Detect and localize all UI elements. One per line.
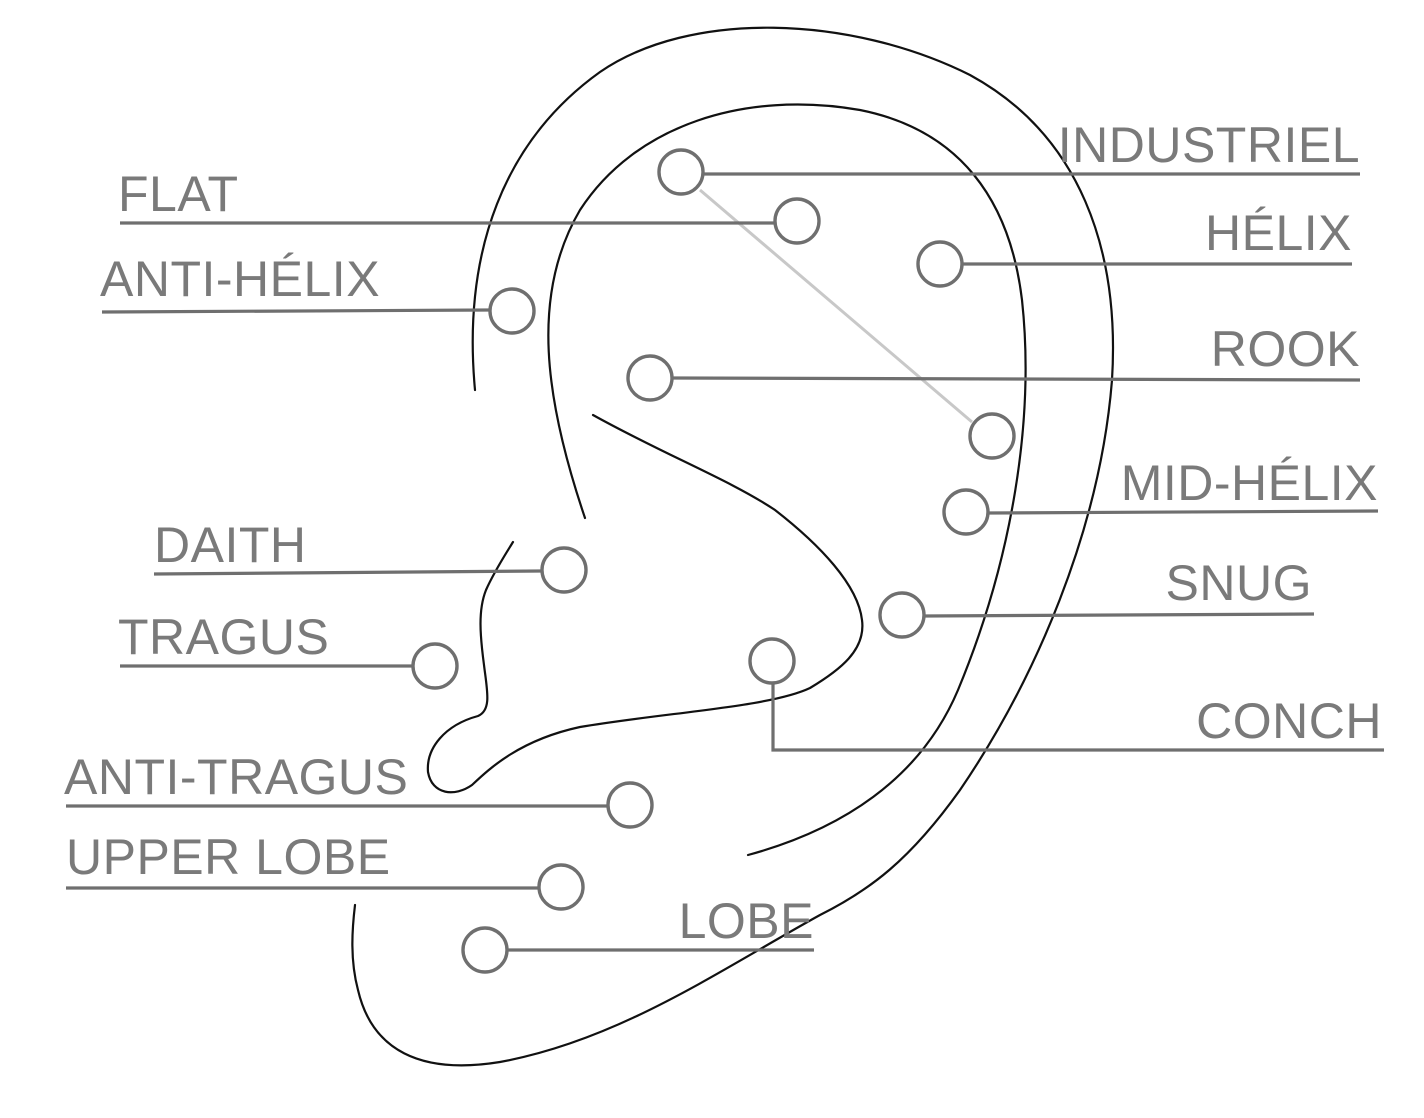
rook-marker: [626, 354, 674, 402]
snug-label: SNUG: [1166, 555, 1312, 611]
helix-marker: [916, 240, 964, 288]
daith-marker: [540, 546, 588, 594]
snug-leader: [923, 612, 1315, 618]
tragus-label: TRAGUS: [118, 609, 329, 665]
daith-leader: [153, 569, 542, 576]
daith-label: DAITH: [154, 517, 307, 573]
rook-label: ROOK: [1211, 321, 1360, 377]
anti-tragus-marker: [606, 781, 654, 829]
snug-marker: [878, 591, 926, 639]
mid-helix-marker: [942, 488, 990, 536]
upper-lobe-label: UPPER LOBE: [66, 829, 391, 885]
lobe-label: LOBE: [679, 893, 814, 949]
mid-helix-label: MID-HÉLIX: [1121, 455, 1378, 511]
tragus-marker: [411, 642, 459, 690]
flat-label: FLAT: [118, 166, 239, 222]
conch-marker: [748, 637, 796, 685]
industriel-label: INDUSTRIEL: [1058, 117, 1360, 173]
piercing-markers: [411, 148, 1016, 974]
conch-label: CONCH: [1196, 693, 1382, 749]
conch-leader: [771, 684, 1384, 752]
helix-label: HÉLIX: [1205, 205, 1352, 261]
anti-tragus-label: ANTI-TRAGUS: [64, 749, 408, 805]
leader-lines: [66, 172, 1384, 952]
industrial-bar: [699, 188, 973, 424]
rook-leader: [672, 376, 1361, 382]
outer-helix-outline: [351, 26, 1115, 1067]
industriel-marker: [657, 148, 705, 196]
mid-helix-leader: [987, 509, 1379, 515]
antihelix-concha-outline: [426, 413, 864, 794]
industriel-second-marker: [968, 412, 1016, 460]
labels: INDUSTRIEL FLAT HÉLIX ANTI-HÉLIX ROOK MI…: [64, 117, 1382, 949]
anti-helix-label: ANTI-HÉLIX: [100, 251, 380, 307]
upper-lobe-marker: [537, 863, 585, 911]
lobe-marker: [461, 926, 509, 974]
anti-helix-leader: [101, 308, 491, 314]
anti-helix-marker: [488, 287, 536, 335]
flat-marker: [773, 197, 821, 245]
